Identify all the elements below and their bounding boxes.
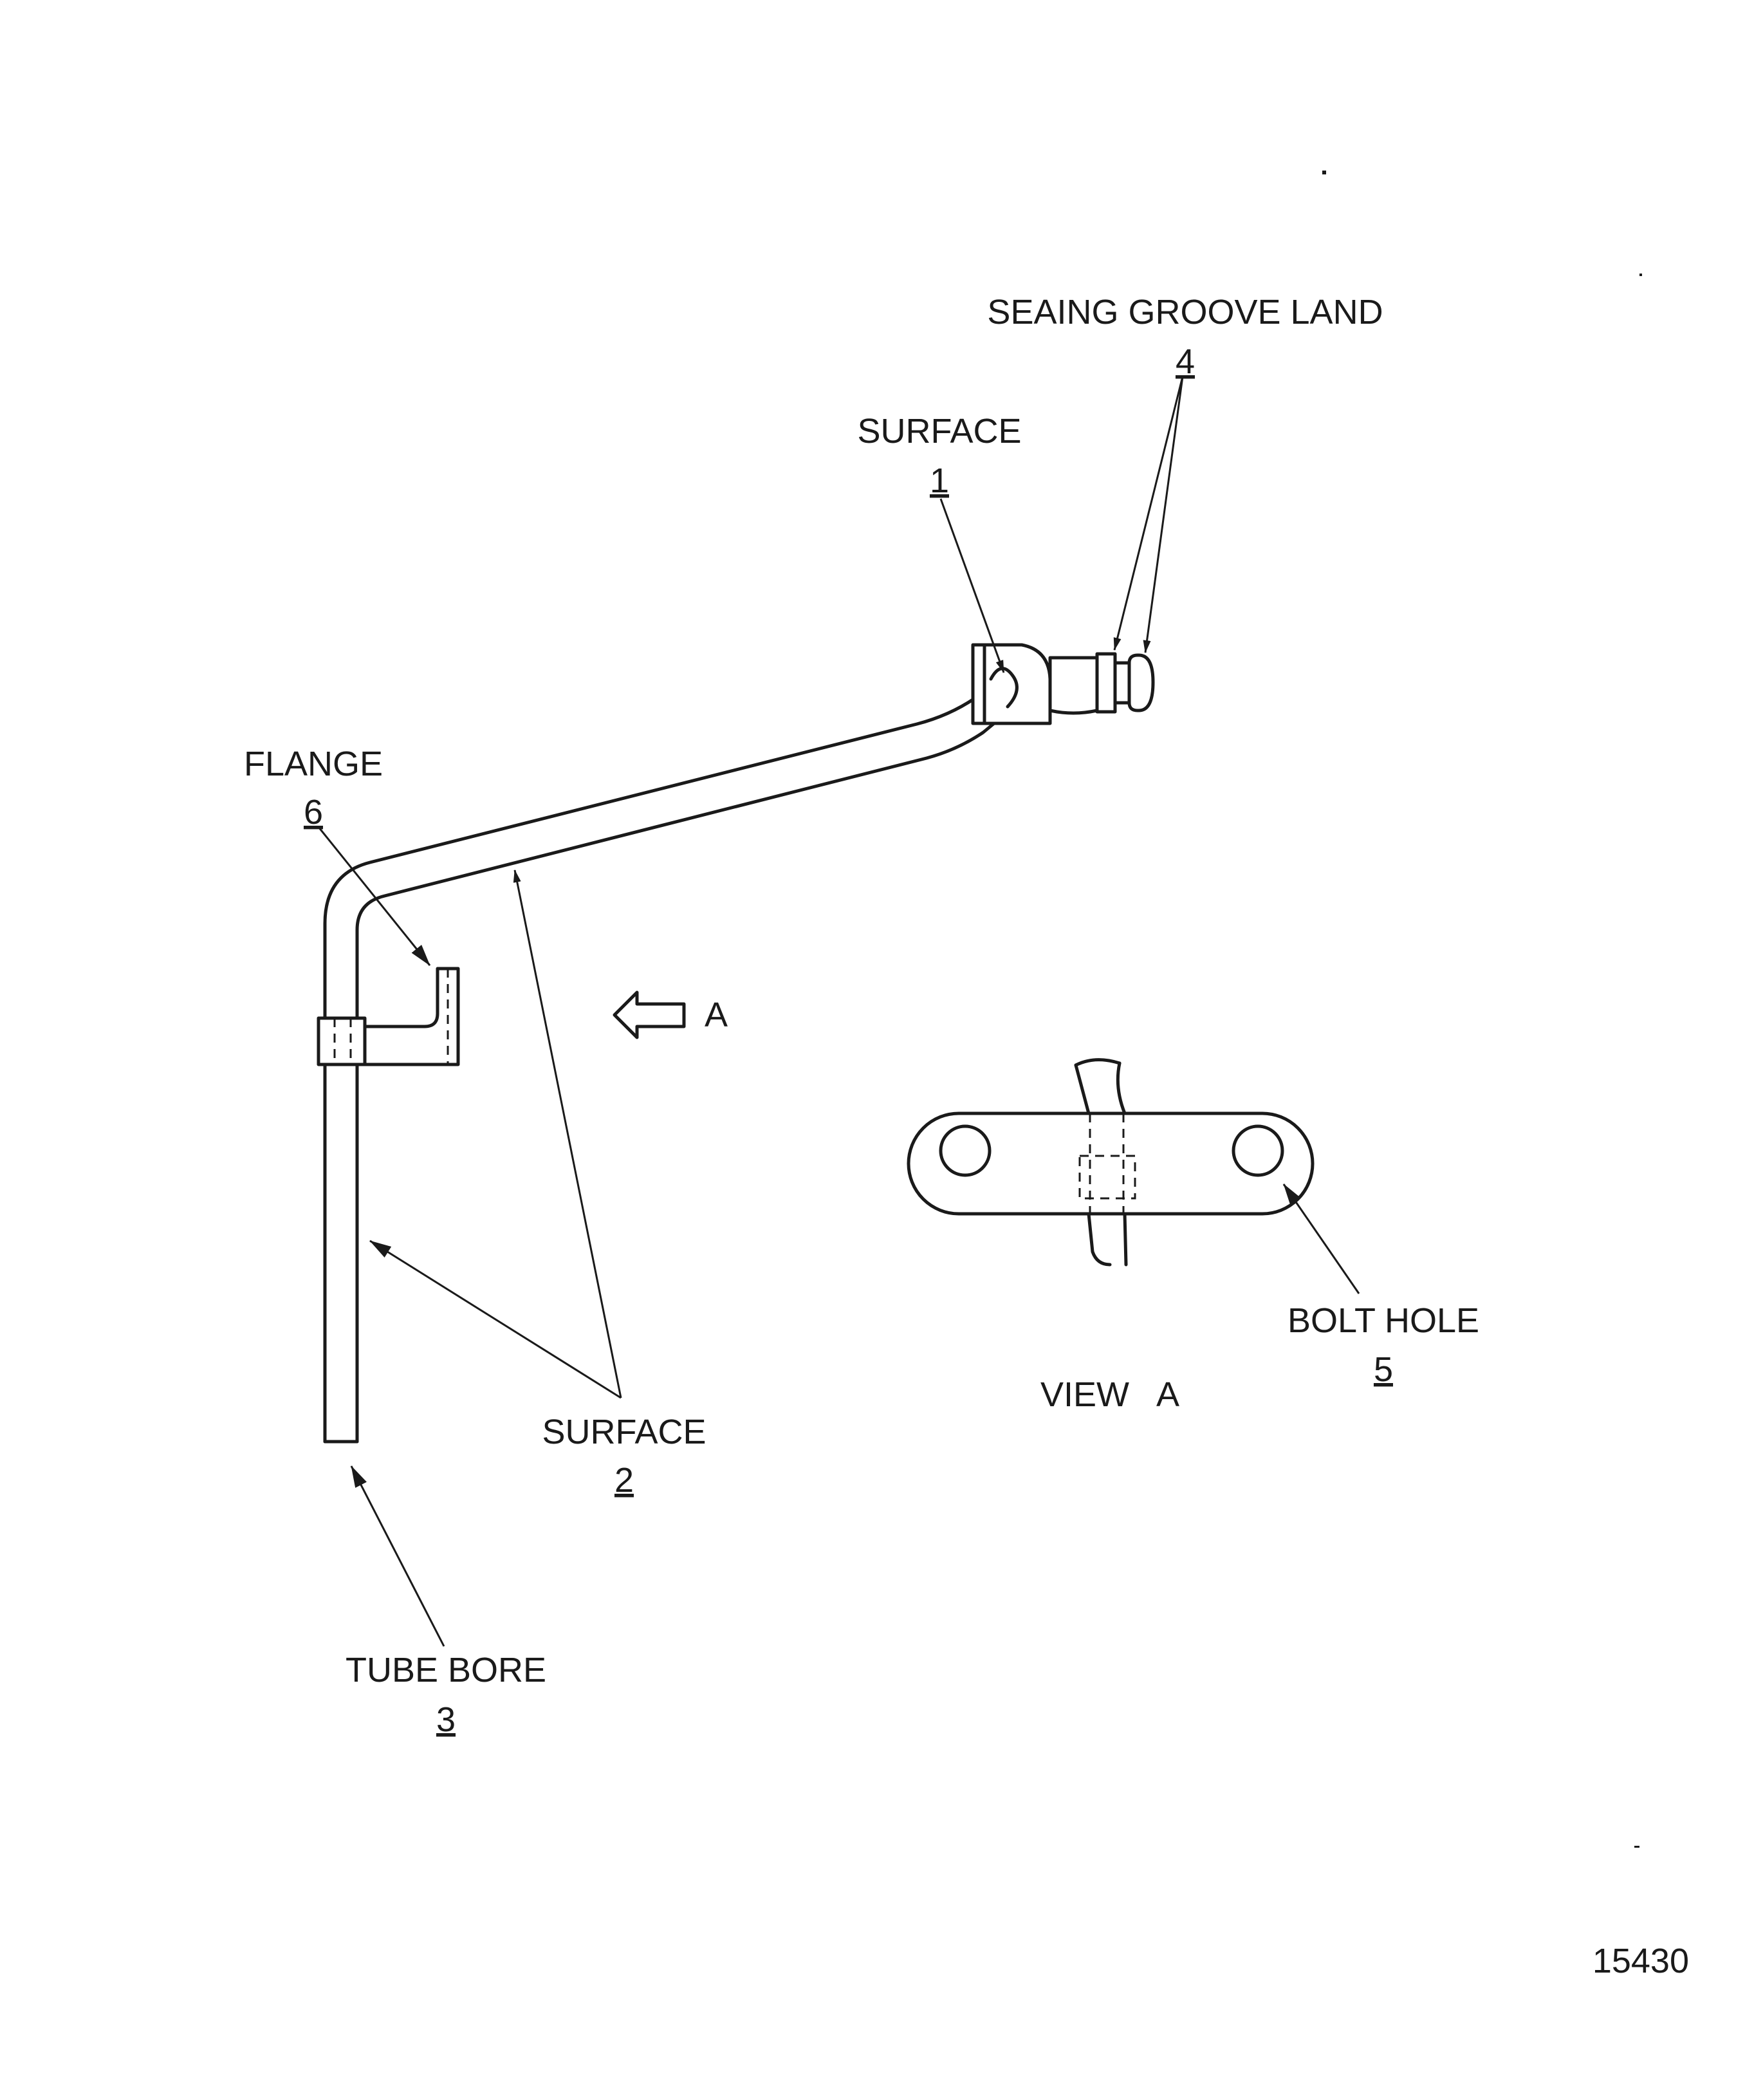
view-arrow-letter: A <box>705 996 728 1034</box>
label-bolt-hole: BOLT HOLE <box>1288 1301 1479 1340</box>
flange-bracket <box>317 967 460 1066</box>
label-flange-number: 6 <box>304 793 323 832</box>
tube-body <box>323 682 1007 1444</box>
label-tube-bore-number: 3 <box>436 1700 456 1739</box>
label-seaing-groove-land-number: 4 <box>1176 342 1195 381</box>
label-surface-2: SURFACE <box>542 1413 706 1451</box>
view-a-arrow <box>613 990 686 1039</box>
label-seaing-groove-land: SEAING GROOVE LAND <box>987 293 1383 331</box>
scan-specks <box>1322 171 1642 1848</box>
label-flange: FLANGE <box>244 745 383 783</box>
bolt-hole-left <box>939 1124 992 1177</box>
view-a-detail <box>907 1058 1315 1267</box>
bolt-hole-right <box>1232 1124 1284 1177</box>
view-a-title: VIEW A <box>1040 1375 1179 1414</box>
label-surface-2-number: 2 <box>614 1461 634 1500</box>
label-surface-1-number: 1 <box>930 461 949 500</box>
label-surface-1: SURFACE <box>857 412 1021 451</box>
figure-number: 15430 <box>1592 1942 1689 1980</box>
label-tube-bore: TUBE BORE <box>346 1651 546 1689</box>
top-fitting <box>971 643 1155 725</box>
label-bolt-hole-number: 5 <box>1374 1350 1393 1389</box>
leader-lines <box>317 376 1360 1647</box>
